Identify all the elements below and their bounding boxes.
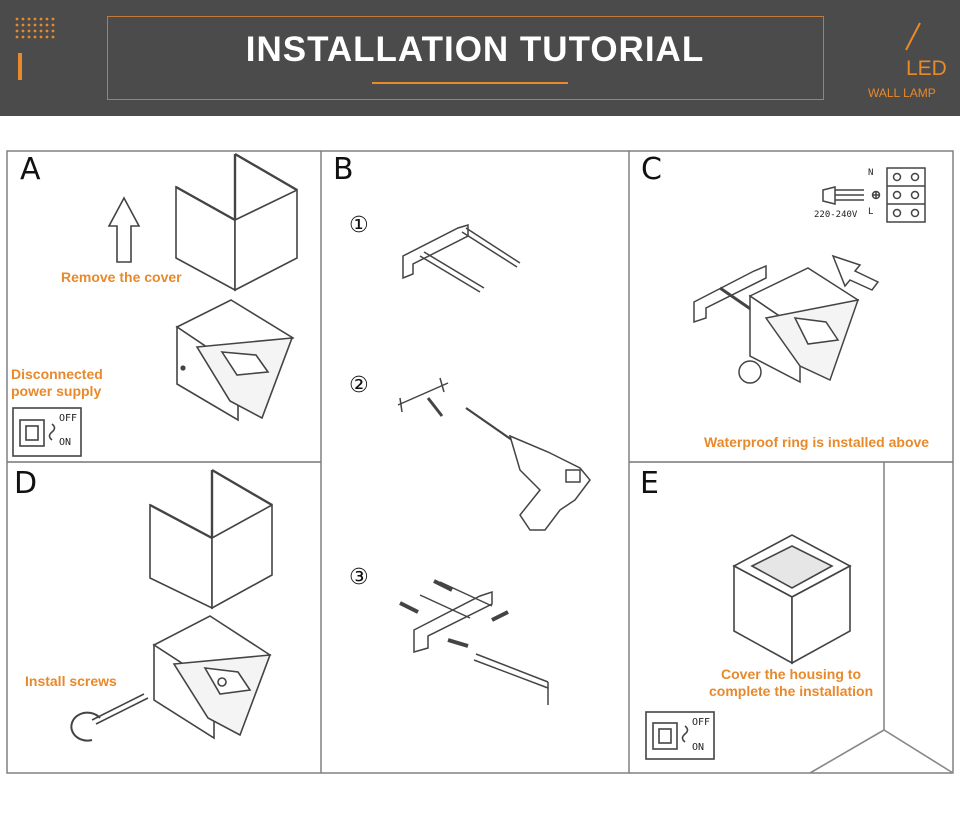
waterproof-label: Waterproof ring is installed above	[704, 434, 930, 450]
title-frame	[107, 16, 824, 100]
panel-b-drawing	[397, 223, 591, 705]
step-1-marker: ①	[349, 213, 369, 238]
accent-bar	[18, 53, 22, 80]
panel-d-drawing	[70, 468, 273, 742]
complete-installation-label: complete the installation	[709, 683, 874, 699]
panel-a-drawing	[12, 152, 298, 457]
cover-housing-label: Cover the housing to	[721, 666, 861, 682]
step-3-marker: ③	[349, 565, 369, 590]
arrow-icon	[831, 254, 880, 291]
switch-off-label: OFF	[59, 413, 78, 424]
brand-wall-lamp: WALL LAMP	[868, 86, 936, 100]
install-screws-label: Install screws	[25, 673, 117, 689]
panel-e-drawing	[645, 462, 954, 774]
switch-off-label: OFF	[692, 717, 711, 728]
switch-on-label: ON	[692, 742, 705, 753]
panel-c-drawing	[693, 167, 926, 384]
title-underline	[372, 82, 568, 84]
brand-led: LED	[906, 57, 947, 80]
terminal-n-label: N	[868, 168, 874, 178]
panel-d-letter: D	[14, 466, 38, 501]
brand-slash-icon	[905, 22, 921, 51]
power-supply-label: power supply	[11, 383, 102, 399]
page-title: INSTALLATION TUTORIAL	[245, 30, 705, 69]
switch-on-label: ON	[59, 437, 72, 448]
panel-a-letter: A	[20, 152, 41, 187]
remove-cover-label: Remove the cover	[61, 269, 182, 285]
terminal-l-label: L	[868, 207, 874, 217]
panel-e-letter: E	[640, 466, 659, 501]
voltage-label: 220-240V	[814, 210, 858, 220]
dots-decoration-icon	[15, 17, 55, 39]
header-banner: INSTALLATION TUTORIAL LED WALL LAMP	[0, 0, 960, 116]
step-2-marker: ②	[349, 373, 369, 398]
panel-c-letter: C	[641, 152, 662, 187]
panel-b-letter: B	[333, 152, 354, 187]
up-arrow-icon	[107, 196, 141, 263]
disconnected-label: Disconnected	[11, 366, 103, 382]
